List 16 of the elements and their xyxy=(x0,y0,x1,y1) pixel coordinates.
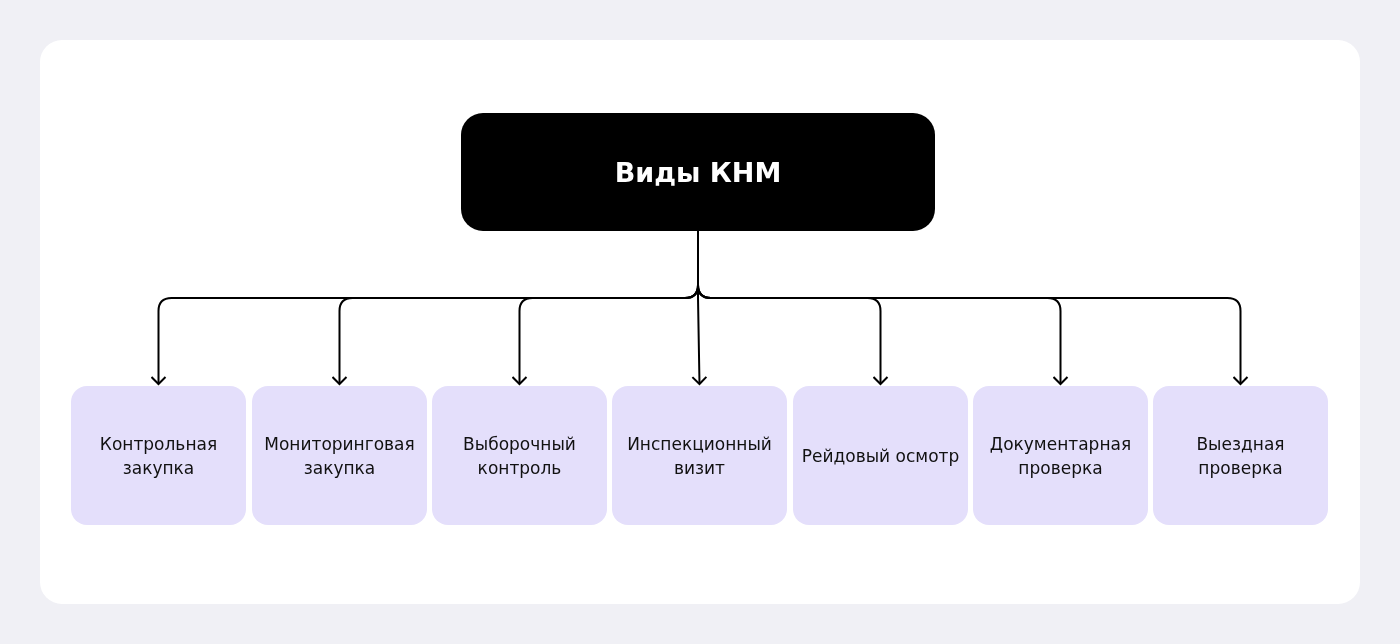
node-label: Выборочный контроль xyxy=(462,432,577,480)
category-box xyxy=(432,386,607,525)
category-box xyxy=(793,386,968,525)
category-box xyxy=(1153,386,1328,525)
category-box xyxy=(252,386,427,525)
root-box xyxy=(461,113,935,231)
node-label: Виды КНМ xyxy=(614,156,782,188)
node-label: Рейдовый осмотр xyxy=(801,444,960,468)
node-label: Инспекционный визит xyxy=(626,432,773,480)
category-box xyxy=(71,386,246,525)
node-label: Выездная проверка xyxy=(1195,432,1286,480)
node-label: Контрольная закупка xyxy=(98,432,219,480)
category-box xyxy=(973,386,1148,525)
node-label: Документарная проверка xyxy=(988,432,1133,480)
category-box xyxy=(612,386,787,525)
node-label: Мониторинговая закупка xyxy=(263,432,416,480)
